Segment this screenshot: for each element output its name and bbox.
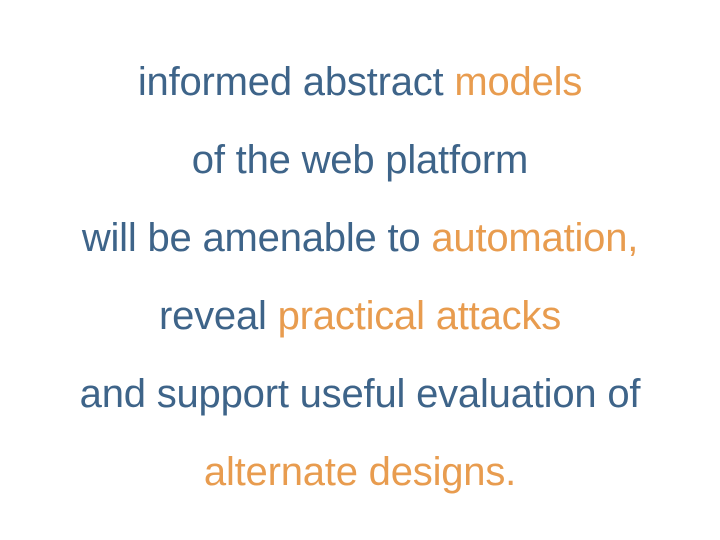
slide-line-4-segment-2: practical attacks	[277, 294, 562, 338]
slide-line-3-segment-2: automation,	[431, 216, 639, 260]
slide-line-2-segment-1: of the web platform	[191, 138, 529, 182]
slide-line-4: reveal practical attacks	[0, 277, 720, 355]
slide-line-1: informed abstract models	[0, 43, 720, 121]
slide-line-6-segment-1: alternate designs.	[203, 450, 517, 494]
slide-line-2: of the web platform	[0, 121, 720, 199]
slide-line-5-segment-1: and support useful evaluation of	[79, 372, 641, 416]
slide-line-3: will be amenable to automation,	[0, 199, 720, 277]
slide-line-5: and support useful evaluation of	[0, 355, 720, 433]
slide-line-1-segment-1: informed abstract	[137, 60, 455, 104]
slide-line-4-segment-1: reveal	[158, 294, 278, 338]
slide-line-3-segment-1: will be amenable to	[81, 216, 432, 260]
slide-line-1-segment-2: models	[454, 60, 583, 104]
slide-line-6: alternate designs.	[0, 433, 720, 511]
